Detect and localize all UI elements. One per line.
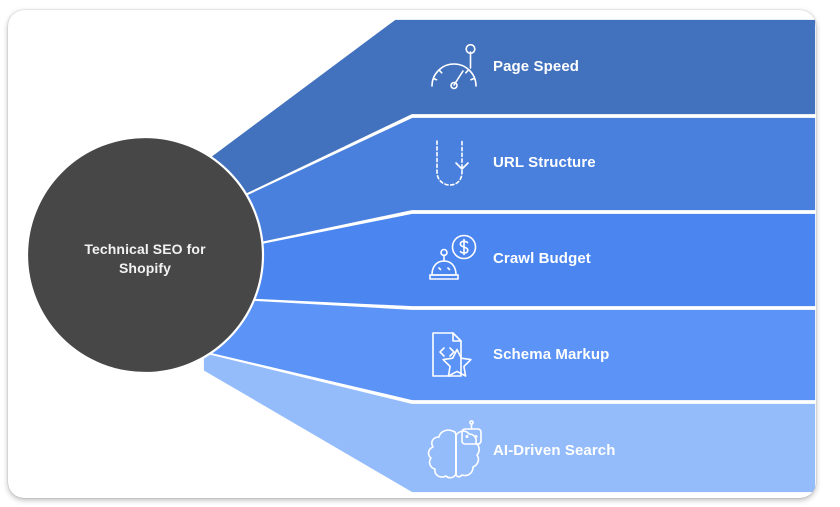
branch-shape-5[interactable]: [202, 351, 816, 494]
code-document-star-icon: [432, 332, 472, 377]
brain-robot-icon: [427, 420, 482, 479]
branch-label-4: Schema Markup: [493, 346, 609, 363]
hub-circle[interactable]: [25, 135, 265, 375]
branch-label-2: URL Structure: [493, 154, 596, 171]
branch-schema-markup[interactable]: Schema Markup: [202, 297, 816, 402]
hub-label-line1: Technical SEO for: [84, 241, 206, 257]
branch-ai-driven-search[interactable]: AI-Driven Search: [202, 351, 816, 494]
branch-label-5: AI-Driven Search: [493, 442, 615, 459]
hub-node[interactable]: Technical SEO for Shopify: [25, 135, 265, 375]
branch-label-1: Page Speed: [493, 58, 579, 75]
branch-label-3: Crawl Budget: [493, 250, 591, 267]
u-turn-arrow-icon: [436, 140, 469, 186]
robot-coin-icon: [429, 234, 477, 280]
speedometer-icon: [431, 43, 477, 90]
hub-label-line2: Shopify: [119, 260, 171, 276]
